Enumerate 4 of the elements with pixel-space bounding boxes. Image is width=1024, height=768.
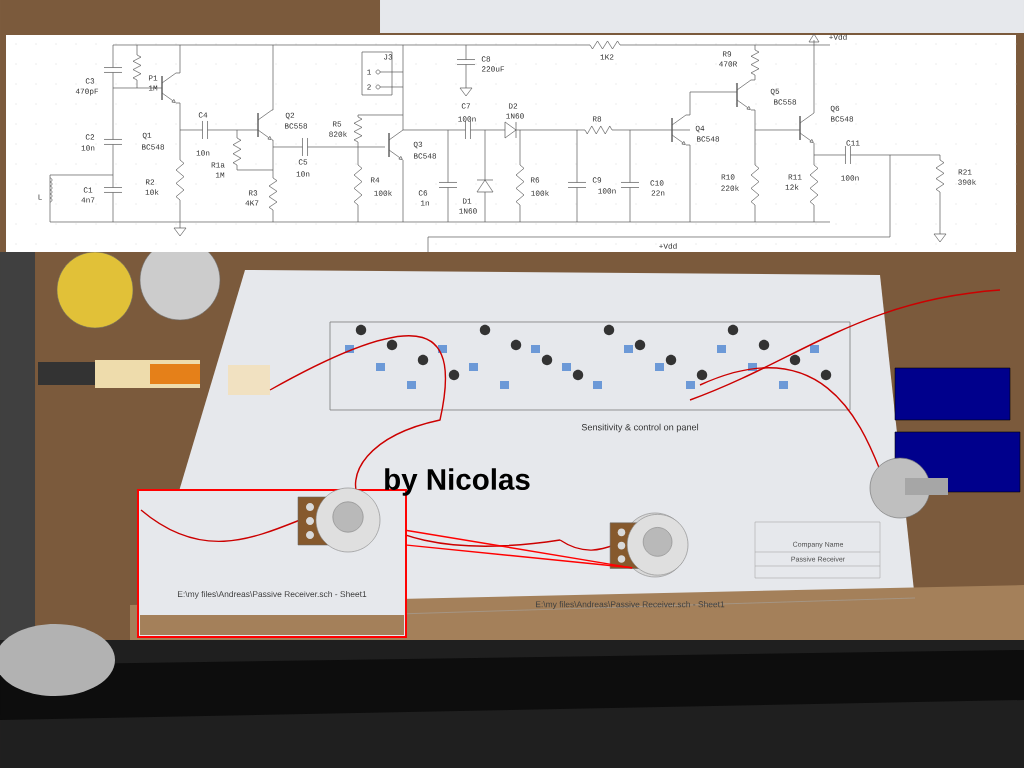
note-text: Sensitivity & control on panel: [581, 423, 699, 433]
potentiometer-drawing: [609, 512, 689, 578]
leader-line: [406, 544, 633, 569]
file-path-text: E:\my files\Andreas\Passive Receiver.sch - Sheet1: [536, 601, 725, 609]
